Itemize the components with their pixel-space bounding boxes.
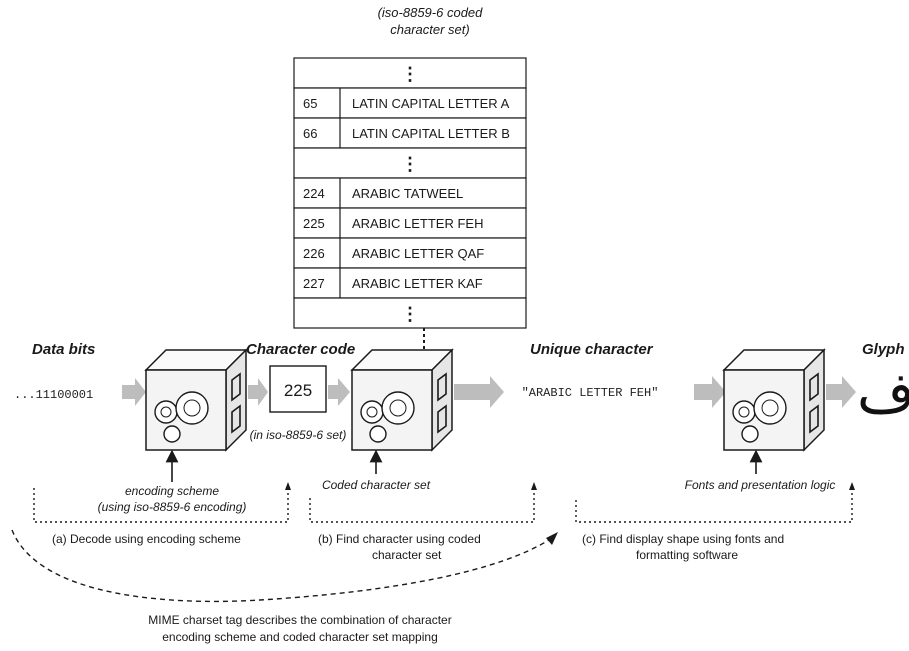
- footer-line2: encoding scheme and coded character set …: [162, 630, 438, 644]
- table-cell-code: 226: [303, 246, 325, 261]
- flow-arrow-2: [248, 378, 268, 406]
- unique-character-label: Unique character: [530, 341, 654, 358]
- table-cell-code: 66: [303, 126, 317, 141]
- character-code-label: Character code: [246, 341, 355, 358]
- table-cell-name: LATIN CAPITAL LETTER B: [352, 126, 510, 141]
- glyph-value: ف: [857, 361, 909, 426]
- coded-set-cube-icon: [352, 350, 452, 450]
- table-cell-code: 225: [303, 216, 325, 231]
- data-bits-label: Data bits: [32, 341, 95, 358]
- character-code-note: (in iso-8859-6 set): [250, 428, 347, 442]
- flow-arrow-3: [328, 378, 350, 406]
- flow-arrow-5: [694, 376, 726, 408]
- table-caption-line1: (iso-8859-6 coded: [378, 5, 484, 20]
- flow-arrow-4: [454, 376, 504, 408]
- table-ellipsis-bottom: ⋮: [401, 304, 419, 324]
- table-caption-line2: character set): [390, 22, 469, 37]
- table-cell-code: 227: [303, 276, 325, 291]
- font-rendering-cube-icon: [724, 350, 824, 450]
- table-cell-name: LATIN CAPITAL LETTER A: [352, 96, 510, 111]
- decoder-cube-icon: [146, 350, 246, 450]
- step-a-label: (a) Decode using encoding scheme: [52, 532, 241, 546]
- coded-character-set-table: ⋮ 65 LATIN CAPITAL LETTER A 66 LATIN CAP…: [294, 58, 526, 328]
- data-bits-value: ...11100001: [14, 388, 93, 402]
- table-cell-name: ARABIC LETTER KAF: [352, 276, 483, 291]
- bracket-b: [310, 488, 534, 522]
- table-ellipsis-middle: ⋮: [401, 154, 419, 174]
- glyph-label: Glyph: [862, 341, 905, 358]
- table-cell-name: ARABIC LETTER FEH: [352, 216, 483, 231]
- footer-line1: MIME charset tag describes the combinati…: [148, 613, 451, 627]
- encoding-scheme-line2: (using iso-8859-6 encoding): [98, 500, 247, 514]
- table-cell-code: 224: [303, 186, 325, 201]
- bracket-c: [576, 488, 852, 522]
- table-cell-name: ARABIC TATWEEL: [352, 186, 463, 201]
- flow-arrow-1: [122, 378, 146, 406]
- encoding-scheme-line1: encoding scheme: [125, 484, 219, 498]
- table-cell-name: ARABIC LETTER QAF: [352, 246, 484, 261]
- table-ellipsis-top: ⋮: [401, 64, 419, 84]
- flow-arrow-6: [826, 376, 856, 408]
- character-code-value: 225: [284, 381, 312, 400]
- step-c-line1: (c) Find display shape using fonts and: [582, 532, 784, 546]
- step-b-line2: character set: [372, 548, 442, 562]
- coded-character-set-label: Coded character set: [322, 478, 431, 492]
- step-c-line2: formatting software: [636, 548, 738, 562]
- step-b-line1: (b) Find character using coded: [318, 532, 481, 546]
- fonts-logic-label: Fonts and presentation logic: [685, 478, 836, 492]
- unique-character-value: "ARABIC LETTER FEH": [522, 386, 659, 400]
- table-cell-code: 65: [303, 96, 317, 111]
